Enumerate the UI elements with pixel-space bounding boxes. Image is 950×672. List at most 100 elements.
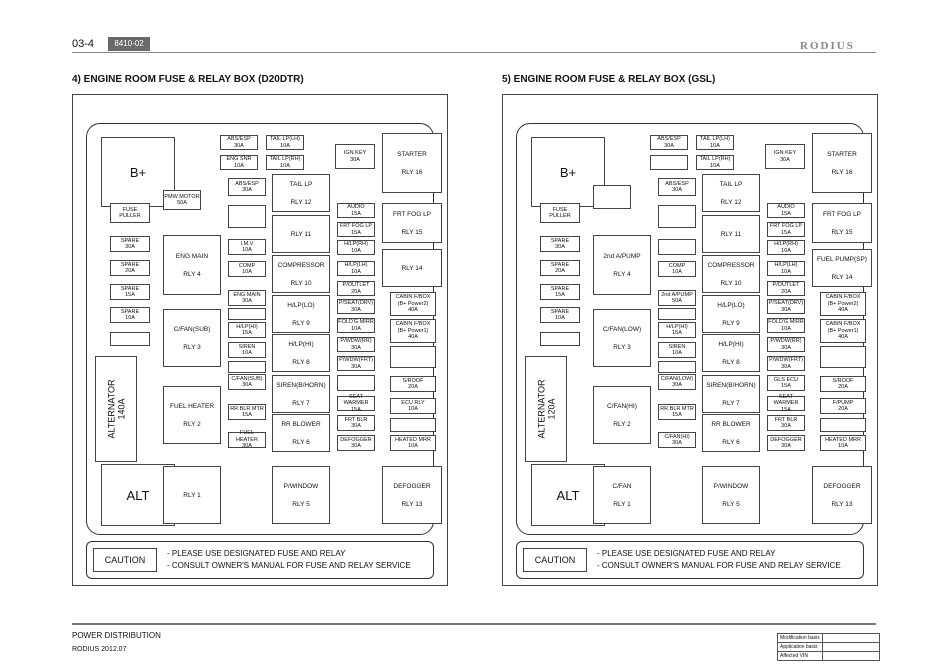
fuse-relay-slot: ABS/ESP 30A [228, 178, 266, 196]
fuse-relay-slot: C/FAN(LOW) 30A [658, 374, 696, 390]
caution-line: - CONSULT OWNER'S MANUAL FOR FUSE AND RE… [167, 561, 411, 570]
fuse-relay-slot: ABS/ESP 30A [650, 135, 688, 150]
fuse-relay-slot: RLY 11 [272, 215, 330, 253]
alternator-label: ALTERNATOR 140A [106, 379, 127, 439]
caution-line: - PLEASE USE DESIGNATED FUSE AND RELAY [597, 549, 776, 558]
fuse-relay-slot: RR BLOWER RLY 6 [272, 414, 330, 452]
empty-slot [658, 205, 696, 228]
fuse-relay-slot: SPARE 15A [540, 284, 580, 300]
fuse-relay-slot: FRT BLR 30A [337, 415, 375, 431]
footer-title: POWER DISTRIBUTION [72, 631, 161, 640]
fuse-relay-slot: COMPRESSOR RLY 10 [272, 255, 330, 293]
caution-box: CAUTION - PLEASE USE DESIGNATED FUSE AND… [516, 541, 864, 579]
fuse-relay-slot: HEATED MRR 10A [820, 435, 866, 451]
fuse-relay-slot: P/WDW(RR) 30A [767, 337, 805, 352]
fuse-relay-slot: ENG MAIN 30A [228, 290, 266, 306]
fuse-relay-slot: ECU RLY 10A [390, 398, 436, 414]
fuse-relay-slot: RR BLOWER RLY 6 [702, 414, 760, 452]
fuse-relay-slot: AUDIO 15A [337, 203, 375, 218]
panel-title-gsl: 5) ENGINE ROOM FUSE & RELAY BOX (GSL) [502, 74, 716, 85]
fuse-relay-slot: SEAT WARMER 15A [337, 394, 375, 413]
fuse-relay-slot: H/LP(LO) RLY 9 [272, 295, 330, 333]
fuse-relay-slot: SPARE 10A [110, 307, 150, 323]
fuse-relay-slot: DEFOGGER RLY 13 [382, 466, 442, 524]
fuse-relay-slot: C/FAN(HI) 30A [658, 432, 696, 448]
fuse-relay-slot: COMP 10A [228, 261, 266, 277]
fuse-relay-slot: P/SEAT(DRV) 30A [767, 299, 805, 314]
fuse-relay-slot: CABIN F/BOX (B+ Power1) 40A [390, 319, 436, 343]
caution-box: CAUTION - PLEASE USE DESIGNATED FUSE AND… [86, 541, 434, 579]
fuse-relay-slot: F/PUMP 20A [820, 398, 866, 414]
brand-logo: RODIUS [800, 40, 855, 52]
fuse-relay-slot: FUEL HEATER RLY 2 [163, 386, 221, 444]
fuse-relay-slot: ABS/ESP 30A [220, 135, 258, 150]
fuse-relay-slot: FRT FOG LP RLY 15 [812, 203, 872, 243]
fuse-relay-slot: FUEL PUMP(SP) RLY 14 [812, 249, 872, 287]
fuse-relay-slot: B+ [101, 137, 175, 207]
fuse-relay-slot: 2nd A/PUMP RLY 4 [593, 235, 651, 295]
fuse-relay-slot: PMW MOTOR 50A [163, 190, 201, 210]
fuse-relay-slot: FUSE PULLER [540, 203, 580, 223]
fuse-relay-slot: SIREN 10A [228, 342, 266, 358]
caution-label: CAUTION [93, 548, 157, 572]
fuse-relay-slot: COMPRESSOR RLY 10 [702, 255, 760, 293]
fuse-relay-slot: SPARE 15A [110, 284, 150, 300]
revision-label: Affected VIN [777, 651, 823, 661]
empty-slot [658, 239, 696, 255]
fuse-relay-slot: AUDIO 15A [767, 203, 805, 218]
fuse-relay-slot: FUEL HEATER 30A [228, 430, 266, 449]
empty-slot [390, 346, 436, 368]
fuse-relay-slot: H/LP(LH) 10A [767, 261, 805, 276]
alternator-fuse: ALTERNATOR 120A [525, 356, 567, 462]
fuse-relay-slot: B+ [531, 137, 605, 207]
fuse-relay-slot: FOLD'G MIRR 10A [767, 318, 805, 333]
fuse-relay-slot: SIREN(B/HORN) RLY 7 [702, 375, 760, 413]
fuse-relay-slot: C/FAN(HI) RLY 2 [593, 386, 651, 444]
fuse-relay-slot: FRT FOG LP 15A [767, 222, 805, 237]
fuse-relay-slot: SEAT WARMER 15A [767, 394, 805, 413]
fuse-relay-slot: P/SEAT(DRV) 30A [337, 299, 375, 314]
fuse-relay-slot: ABS/ESP 30A [658, 178, 696, 196]
fuse-relay-slot: C/FAN(SUB) 30A [228, 374, 266, 390]
revision-label: Modification basis [777, 633, 823, 643]
fuse-relay-slot: S/ROOF 20A [820, 376, 866, 392]
section-code-badge: 8410-02 [108, 37, 150, 51]
fuse-relay-slot: TAIL LP(RH) 10A [266, 155, 304, 170]
fuse-relay-slot: SPARE 20A [540, 260, 580, 276]
fuse-relay-slot: FRT BLR 30A [767, 415, 805, 431]
caution-label: CAUTION [523, 548, 587, 572]
fuse-relay-slot: P/OUTLET 20A [767, 281, 805, 296]
fuse-relay-slot: FOLD'G MIRR 10A [337, 318, 375, 333]
fuse-relay-slot: C/FAN(LOW) RLY 3 [593, 309, 651, 367]
fuse-relay-slot: STARTER RLY 16 [382, 133, 442, 193]
fuse-relay-slot: DEFOGGER 30A [767, 435, 805, 451]
alternator-fuse: ALTERNATOR 140A [95, 356, 137, 462]
fuse-relay-slot: H/LP(RH) 10A [337, 240, 375, 255]
page-number: 03-4 [72, 38, 95, 50]
fuse-relay-slot: S/ROOF 20A [390, 376, 436, 392]
fuse-relay-slot: I.M.V 10A [228, 239, 266, 255]
empty-slot [228, 205, 266, 228]
fuse-relay-slot: 2nd A/PUMP 50A [658, 290, 696, 306]
fuse-relay-slot: P/OUTLET 20A [337, 281, 375, 296]
fuse-relay-slot: RR BLR MTR 15A [658, 404, 696, 420]
empty-slot [820, 346, 866, 368]
footer-rule [72, 623, 876, 625]
fuse-relay-slot: HEATED MRR 10A [390, 435, 436, 451]
fuse-relay-slot: GLS ECU 15A [767, 375, 805, 391]
fuse-relay-slot: SPARE 30A [110, 236, 150, 252]
fuse-relay-slot: TAIL LP(LH) 10A [266, 135, 304, 150]
fuse-relay-slot: H/LP(RH) 10A [767, 240, 805, 255]
empty-slot [593, 185, 631, 209]
fuse-relay-slot: FRT FOG LP RLY 15 [382, 203, 442, 243]
fuse-relay-slot: CABIN F/BOX (B+ Power1) 40A [820, 319, 866, 343]
fuse-relay-slot: TAIL LP(LH) 10A [696, 135, 734, 150]
empty-slot [337, 375, 375, 391]
alternator-label: ALTERNATOR 120A [536, 379, 557, 439]
fuse-relay-slot: TAIL LP RLY 12 [702, 174, 760, 212]
fuse-relay-slot: STARTER RLY 16 [812, 133, 872, 193]
